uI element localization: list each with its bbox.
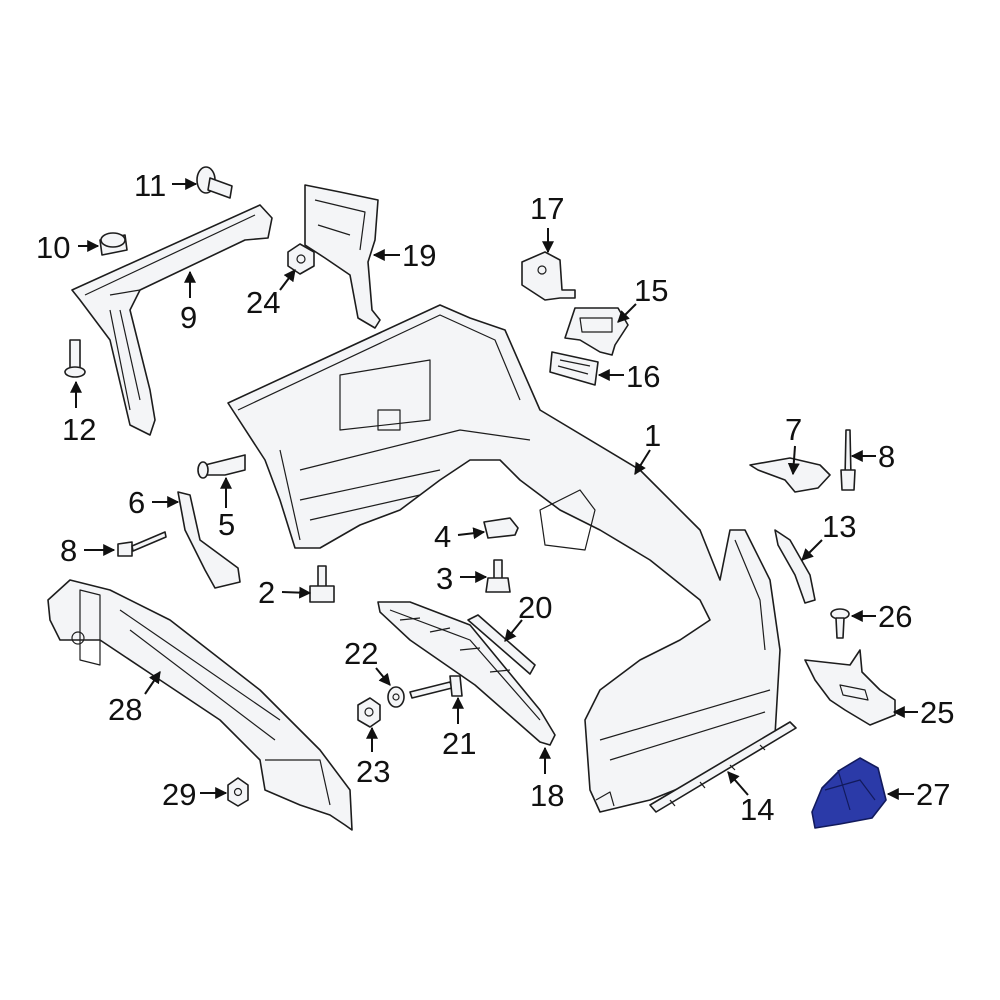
callout-2[interactable]: 2: [258, 575, 312, 610]
callout-8-left[interactable]: 8: [60, 533, 116, 568]
callout-4[interactable]: 4: [434, 519, 486, 554]
callout-14[interactable]: 14: [727, 771, 774, 827]
callout-17[interactable]: 17: [530, 191, 564, 254]
part-19-vertical-bracket[interactable]: [304, 184, 381, 329]
callout-29-label: 29: [162, 777, 196, 812]
part-3-bolt[interactable]: [485, 559, 511, 593]
callout-18[interactable]: 18: [530, 746, 564, 813]
callout-13[interactable]: 13: [801, 509, 856, 561]
callout-29[interactable]: 29: [162, 777, 228, 812]
part-26-screw[interactable]: [830, 608, 850, 639]
callout-10-label: 10: [36, 230, 70, 265]
callout-2-label: 2: [258, 575, 275, 610]
callout-24-label: 24: [246, 285, 280, 320]
callout-28[interactable]: 28: [108, 671, 161, 727]
callout-3-label: 3: [436, 561, 453, 596]
callout-6[interactable]: 6: [128, 485, 180, 520]
callout-21-label: 21: [442, 726, 476, 761]
callout-25-label: 25: [920, 695, 954, 730]
callout-9[interactable]: 9: [180, 270, 197, 335]
part-25-corner-bracket[interactable]: [804, 649, 896, 726]
part-5-push-clip[interactable]: [197, 454, 246, 479]
part-15-mount-plate[interactable]: [564, 307, 629, 356]
part-10-grommet[interactable]: [99, 232, 128, 256]
callout-11-label: 11: [134, 168, 166, 203]
part-29-nut[interactable]: [227, 777, 249, 807]
callout-9-label: 9: [180, 300, 197, 335]
callout-7[interactable]: 7: [785, 412, 802, 476]
callout-8-right-label: 8: [878, 439, 895, 474]
callout-6-label: 6: [128, 485, 145, 520]
callout-27[interactable]: 27: [886, 777, 950, 812]
part-17-sensor-bracket[interactable]: [521, 251, 576, 301]
part-18-energy-absorber[interactable]: [377, 601, 556, 746]
part-28-reinforcement-beam[interactable]: [47, 579, 353, 831]
callout-12-label: 12: [62, 412, 96, 447]
callout-20[interactable]: 20: [504, 590, 552, 642]
callout-26-label: 26: [878, 599, 912, 634]
part-9-side-bracket[interactable]: [71, 204, 273, 436]
callout-5-label: 5: [218, 507, 235, 542]
callout-26[interactable]: 26: [850, 599, 912, 634]
callout-8-right[interactable]: 8: [850, 439, 895, 474]
callout-22-label: 22: [344, 636, 378, 671]
part-7-side-bracket[interactable]: [749, 457, 831, 493]
callout-19[interactable]: 19: [372, 238, 436, 273]
callout-27-label: 27: [916, 777, 950, 812]
callout-4-label: 4: [434, 519, 451, 554]
part-27-highlighted-cover[interactable]: [811, 757, 887, 829]
part-13-retainer-strip[interactable]: [774, 529, 816, 604]
part-2-bolt[interactable]: [309, 565, 335, 603]
callout-15[interactable]: 15: [617, 273, 668, 323]
callout-22[interactable]: 22: [344, 636, 391, 686]
part-11-push-pin[interactable]: [196, 166, 233, 199]
callout-3[interactable]: 3: [436, 561, 488, 596]
callout-28-label: 28: [108, 692, 142, 727]
callout-16[interactable]: 16: [597, 359, 660, 394]
part-22-washer[interactable]: [387, 686, 405, 708]
callout-17-label: 17: [530, 191, 564, 226]
callout-8-left-label: 8: [60, 533, 77, 568]
part-21-stud[interactable]: [409, 675, 463, 699]
part-16-reflector[interactable]: [549, 351, 599, 386]
part-6-bracket[interactable]: [177, 491, 241, 589]
callout-13-label: 13: [822, 509, 856, 544]
callout-23-label: 23: [356, 754, 390, 789]
callout-16-label: 16: [626, 359, 660, 394]
part-8-rivet-right[interactable]: [840, 429, 856, 491]
part-8-rivet-left[interactable]: [117, 531, 167, 557]
callout-19-label: 19: [402, 238, 436, 273]
part-1-bumper-cover[interactable]: [227, 304, 781, 813]
callout-7-label: 7: [785, 412, 802, 447]
callout-24[interactable]: 24: [246, 269, 296, 320]
part-24-nut[interactable]: [287, 243, 315, 275]
callout-12[interactable]: 12: [62, 380, 96, 447]
part-23-nut[interactable]: [357, 697, 381, 728]
callout-20-label: 20: [518, 590, 552, 625]
callout-21[interactable]: 21: [442, 696, 476, 761]
callout-5[interactable]: 5: [218, 476, 235, 542]
part-12-bolt[interactable]: [64, 339, 86, 378]
callout-23[interactable]: 23: [356, 726, 390, 789]
part-4-clip[interactable]: [483, 517, 519, 539]
part-20-strip[interactable]: [467, 614, 536, 675]
callout-18-label: 18: [530, 778, 564, 813]
callout-1[interactable]: 1: [634, 418, 661, 476]
callout-14-label: 14: [740, 792, 774, 827]
part-14-lower-strip[interactable]: [649, 721, 797, 813]
callout-10[interactable]: 10: [36, 230, 100, 265]
callout-25[interactable]: 25: [892, 695, 954, 730]
callout-1-label: 1: [644, 418, 661, 453]
callout-15-label: 15: [634, 273, 668, 308]
callout-11[interactable]: 11: [134, 168, 198, 203]
